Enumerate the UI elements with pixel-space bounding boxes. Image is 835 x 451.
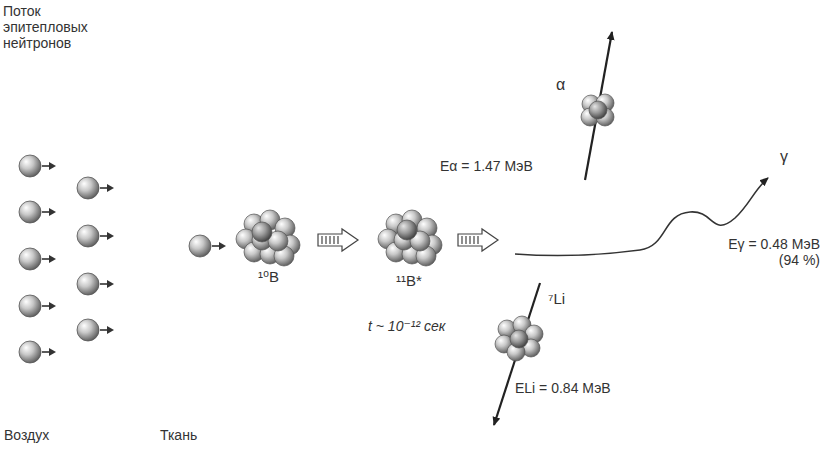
medium-label: Воздух <box>4 427 49 443</box>
process-arrow <box>458 229 498 251</box>
energy-label: ELi = 0.84 МэВ <box>515 380 611 396</box>
neutron <box>19 155 56 177</box>
particle-symbol: α <box>556 76 565 94</box>
neutron <box>19 248 56 270</box>
particle-symbol: γ <box>780 148 788 166</box>
beam-label: Поток эпитепловых нейтронов <box>3 3 113 51</box>
energy-label: Eγ = 0.48 МэВ (94 %) <box>712 236 820 268</box>
neutron <box>77 319 114 341</box>
time-label: t ~ 10⁻¹² сек <box>368 318 445 334</box>
neutron <box>77 225 114 247</box>
alpha-particle <box>581 94 614 126</box>
nucleon <box>252 222 272 242</box>
medium-label: Ткань <box>160 427 197 443</box>
boron11-nucleus <box>378 210 442 266</box>
nuclide-label: ¹⁰B <box>258 268 279 285</box>
neutron <box>19 201 56 223</box>
nucleon <box>397 220 417 240</box>
boron10-nucleus <box>236 210 300 266</box>
neutron <box>77 177 114 199</box>
neutron <box>19 295 56 317</box>
neutron <box>77 273 114 295</box>
neutron <box>19 341 56 363</box>
neutron <box>189 235 226 257</box>
lithium-nucleus <box>495 316 543 361</box>
nuclide-label: ¹¹B* <box>396 272 422 289</box>
energy-label: Eα = 1.47 МэВ <box>440 158 533 174</box>
neutron-beam <box>19 155 114 363</box>
process-arrow <box>318 229 358 251</box>
nuclide-label: ⁷Li <box>548 290 565 307</box>
